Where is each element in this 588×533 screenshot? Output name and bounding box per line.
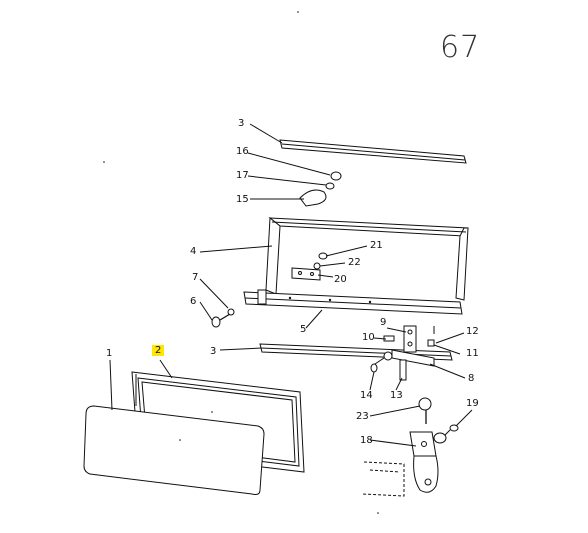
- bolt-16-17: [325, 171, 342, 190]
- callout-15: 15: [236, 194, 249, 205]
- bracket-15: [299, 189, 327, 207]
- bolts-21-22: [313, 252, 328, 270]
- callout-7: 7: [192, 272, 199, 283]
- bracket-20: [291, 267, 321, 281]
- part-4-frame: [265, 217, 469, 301]
- callout-4: 4: [190, 246, 197, 257]
- knob-23: [418, 397, 432, 424]
- callout-19: 19: [466, 398, 479, 409]
- callout-1: 1: [106, 348, 113, 359]
- callout-13: 13: [390, 390, 403, 401]
- callout-18: 18: [360, 435, 373, 446]
- callout-23: 23: [356, 411, 369, 422]
- callout-5: 5: [300, 324, 307, 335]
- page-number: 67: [440, 30, 481, 65]
- part-11-12: [427, 326, 435, 347]
- callout-9: 9: [380, 317, 387, 328]
- callout-6: 6: [190, 296, 197, 307]
- part-3-top-strip: [279, 139, 467, 164]
- latch-18: [409, 431, 447, 493]
- bolt-19: [441, 424, 459, 439]
- callout-20: 20: [334, 274, 347, 285]
- hinge-9: [403, 325, 417, 353]
- leader-lines: [109, 123, 473, 447]
- stray-dot: [377, 512, 379, 514]
- callout-12: 12: [466, 326, 479, 337]
- mounting-outline: [361, 461, 405, 497]
- part-1-panel: [83, 405, 265, 495]
- stray-dot: [103, 161, 105, 163]
- callout-11: 11: [466, 348, 479, 359]
- highlight-marker: 2: [152, 345, 165, 356]
- callout-17: 17: [236, 170, 249, 181]
- callout-8: 8: [468, 373, 475, 384]
- callout-14: 14: [360, 390, 373, 401]
- callout-21: 21: [370, 240, 383, 251]
- callout-3-lower: 3: [210, 346, 217, 357]
- callout-16: 16: [236, 146, 249, 157]
- callout-2-highlighted: 2: [152, 345, 165, 357]
- hinge-8: [370, 349, 435, 381]
- part-5-rail: [243, 289, 463, 315]
- screw-6-7: [211, 308, 235, 328]
- callout-22: 22: [348, 257, 361, 268]
- callout-3-top: 3: [238, 118, 245, 129]
- callout-10: 10: [362, 332, 375, 343]
- stray-dot: [297, 11, 299, 13]
